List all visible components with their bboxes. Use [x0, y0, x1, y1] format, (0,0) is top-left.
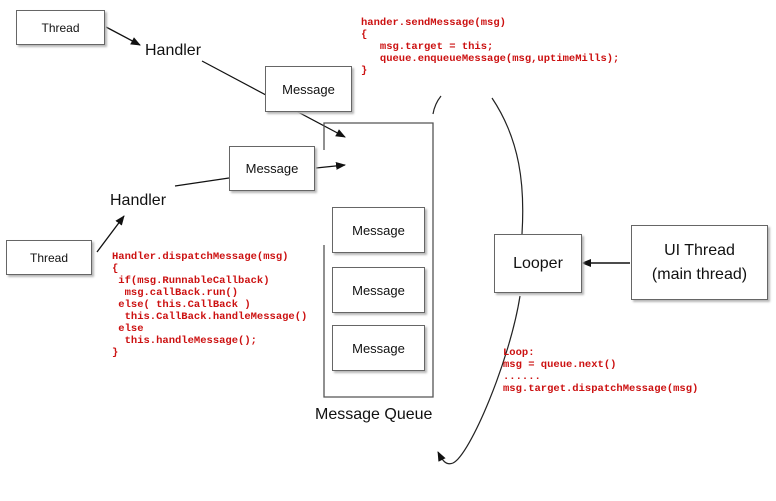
message-label-middle: Message: [245, 161, 299, 176]
arrow-message-to-queue: [315, 161, 346, 170]
ui-thread-sublabel: (main thread): [651, 265, 748, 283]
ui-thread-box: UI Thread (main thread): [631, 225, 768, 300]
code-send-message: hander.sendMessage(msg) { msg.target = t…: [361, 17, 620, 77]
looper-label: Looper: [513, 254, 563, 272]
code-looper-loop: Loop: msg = queue.next() ...... msg.targ…: [503, 347, 699, 395]
message-box-top: Message: [265, 66, 352, 112]
thread-label-bottom: Thread: [29, 250, 69, 265]
loop-curve-lower: [437, 295, 521, 465]
arrow-thread-to-handler-top: [105, 26, 141, 46]
thread-box-top: Thread: [16, 10, 105, 45]
message-queue-label: Message Queue: [315, 406, 433, 423]
loop-curve-top-left: [432, 95, 442, 115]
thread-label-top: Thread: [41, 20, 80, 35]
ui-thread-label: UI Thread: [664, 241, 735, 259]
queue-message-label-3: Message: [352, 340, 405, 356]
message-label-top: Message: [282, 81, 335, 97]
queue-message-label-1: Message: [352, 222, 405, 238]
thread-box-bottom: Thread: [6, 240, 92, 275]
arrow-thread-to-handler-bottom: [96, 215, 125, 253]
looper-box: Looper: [494, 234, 582, 293]
arrow-handler-to-message: [174, 177, 230, 187]
handler-label-bottom: Handler: [110, 192, 167, 209]
message-queue-container: [323, 122, 434, 398]
message-box-middle: Message: [229, 146, 315, 191]
code-dispatch-message: Handler.dispatchMessage(msg) { if(msg.Ru…: [112, 251, 308, 359]
queue-message-1: Message: [332, 207, 425, 253]
queue-message-label-2: Message: [352, 282, 405, 298]
loop-curve-upper: [491, 97, 524, 235]
queue-message-2: Message: [332, 267, 425, 313]
handler-label-top: Handler: [145, 42, 202, 59]
queue-message-3: Message: [332, 325, 425, 371]
